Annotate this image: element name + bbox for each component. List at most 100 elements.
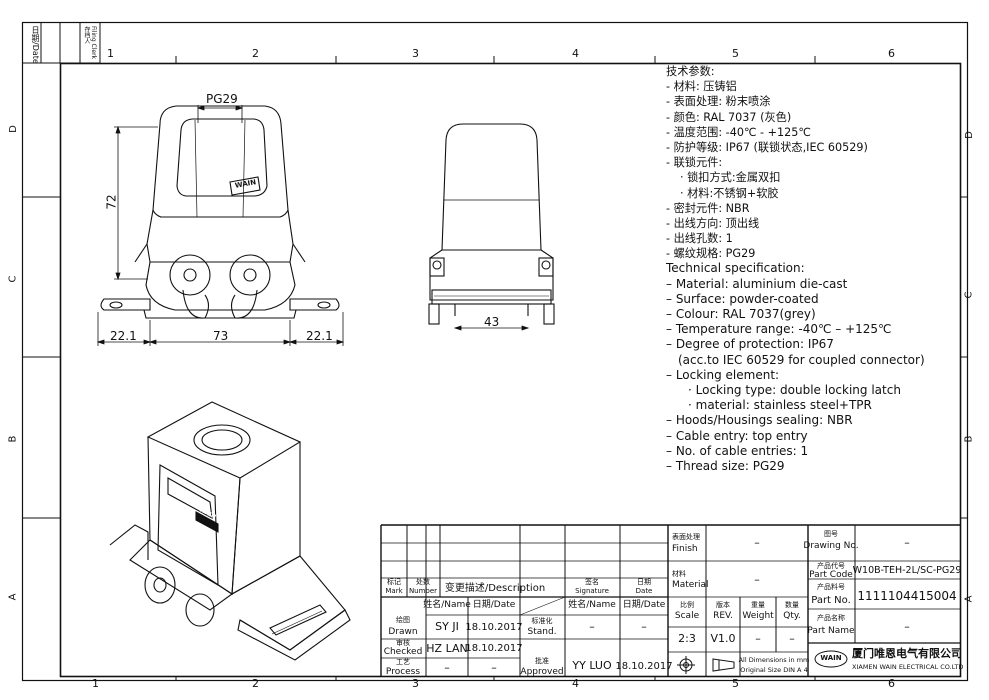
isometric-view [109, 401, 351, 661]
tb-signature-en: Signature [575, 587, 609, 595]
tb-process-name: – [444, 661, 450, 674]
spec-cn-item: - 出线方向: 顶出线 [666, 216, 760, 230]
grid-row-d-right: D [963, 131, 975, 139]
tb-process-en: Process [385, 667, 421, 677]
tb-rev-value: V1.0 [710, 632, 736, 645]
tb-name-header: 姓名/Name [423, 600, 471, 610]
dim-flange-left: 22.1 [110, 329, 137, 343]
spec-en-item: – Material: aluminium die-cast [666, 276, 848, 291]
tb-qty-en: Qty. [783, 611, 801, 621]
tb-part-name-en: Part Name [807, 626, 855, 636]
tb-part-name-value: – [904, 620, 910, 633]
specifications: 技术参数: - 材料: 压铸铝 - 表面处理: 粉末喷涂 - 颜色: RAL 7… [666, 64, 925, 474]
grid-row-c-right: C [963, 291, 975, 299]
tb-scale-en: Scale [674, 611, 700, 621]
tb-drawn-cn: 绘图 [396, 616, 410, 624]
tb-signature-cn: 签名 [585, 578, 599, 586]
spec-cn-item: - 颜色: RAL 7037 (灰色) [666, 110, 792, 124]
grid-col-3-bottom: 3 [412, 677, 419, 690]
tb-finish-en: Finish [672, 544, 698, 554]
tb-approved-date: 18.10.2017 [615, 661, 673, 672]
tb-rev-cn: 版本 [716, 601, 730, 609]
tb-checked-name: HZ LAN [426, 642, 468, 655]
tb-description: 变更描述/Description [444, 583, 546, 594]
tb-checked-date: 18.10.2017 [465, 643, 523, 654]
grid-col-4-bottom: 4 [572, 677, 579, 690]
tb-mark-cn: 标记 [387, 578, 401, 586]
tb-material-en: Material [672, 580, 709, 590]
tb-drawing-no-en: Drawing No. [803, 541, 859, 551]
spec-cn-item: - 螺纹规格: PG29 [666, 247, 756, 261]
tb-weight-cn: 重量 [751, 601, 765, 609]
tb-dims-note-1: All Dimensions in mm [738, 656, 810, 664]
grid-col-4-top: 4 [572, 47, 579, 60]
spec-cn-item: - 防护等级: IP67 (联锁状态,IEC 60529) [666, 140, 868, 154]
date-label: 日期/Date [31, 26, 40, 64]
spec-en-item: – Locking element: [666, 367, 780, 382]
tb-finish-cn: 表面处理 [672, 533, 700, 541]
tb-approved-name: YY LUO [572, 659, 612, 672]
tb-qty-value: – [789, 632, 795, 645]
grid-row-b-right: B [963, 435, 975, 443]
tb-qty-cn: 数量 [785, 601, 799, 609]
tb-dims-note-2: Original Size DIN A 4 [740, 666, 808, 674]
tb-stand-name: – [589, 620, 595, 633]
tb-part-code-cn: 产品代号 [817, 562, 845, 570]
tb-part-name-cn: 产品名称 [817, 614, 845, 622]
tb-part-code-value: W10B-TEH-2L/SC-PG29 [852, 565, 962, 576]
tb-date-cn: 日期 [637, 578, 651, 586]
spec-cn-item: - 材料: 压铸铝 [666, 80, 737, 94]
grid-col-2-top: 2 [252, 47, 259, 60]
dim-flange-right: 22.1 [306, 329, 333, 343]
spec-cn-item: - 密封元件: NBR [666, 201, 750, 215]
tb-stand-cn: 标准化 [531, 617, 553, 625]
grid-row-c-left: C [7, 275, 19, 283]
spec-cn-title: 技术参数: [666, 65, 715, 78]
filing-clerk-cn: 存档人 [83, 26, 90, 44]
title-block-lines [380, 524, 960, 677]
tb-process-date: – [491, 661, 497, 674]
grid-col-6-bottom: 6 [888, 677, 895, 690]
tb-part-no-value: 1111104415004 [857, 589, 957, 603]
spec-en-item: – Cable entry: top entry [666, 428, 808, 443]
side-view [428, 123, 555, 325]
spec-en-item: (acc.to IEC 60529 for coupled connector) [678, 352, 925, 367]
spec-cn-item: - 联锁元件: [666, 156, 723, 170]
spec-en-item: – Colour: RAL 7037(grey) [666, 307, 816, 321]
side-dimensions [453, 325, 530, 331]
tb-checked-cn: 审核 [396, 639, 410, 647]
tb-approved-en: Approved [520, 667, 564, 677]
tb-material-value: – [754, 573, 760, 586]
front-dimensions [96, 105, 345, 346]
tb-number-en: Number [408, 587, 438, 595]
dim-thread: PG29 [206, 92, 238, 106]
grid-row-b-left: B [7, 435, 19, 443]
spec-en-item: – No. of cable entries: 1 [666, 443, 809, 458]
company-logo: WAIN [820, 654, 842, 662]
tb-number-cn: 处数 [416, 578, 430, 586]
tb-checked-en: Checked [383, 647, 423, 657]
tb-drawing-no-cn: 图号 [824, 530, 838, 538]
tb-drawn-en: Drawn [388, 627, 418, 637]
tb-weight-value: – [755, 632, 761, 645]
tb-scale-cn: 比例 [680, 601, 694, 609]
tb-date-en: Date [635, 587, 653, 595]
grid-col-2-bottom: 2 [252, 677, 259, 690]
spec-en-title: Technical specification: [666, 261, 805, 276]
dim-side-width: 43 [484, 315, 500, 329]
filing-clerk-en: Filing Clerk [90, 26, 97, 60]
grid-col-3-top: 3 [412, 47, 419, 60]
tb-rev-en: REV. [713, 611, 733, 621]
tb-drawing-no-value: – [904, 536, 910, 549]
spec-cn-item: · 材料:不锈钢+软胶 [680, 186, 779, 200]
tb-scale-value: 2:3 [678, 632, 696, 645]
spec-cn-item: · 锁扣方式:金属双扣 [680, 171, 781, 185]
tb-process-cn: 工艺 [396, 658, 410, 666]
tb-material-cn: 材料 [672, 570, 686, 578]
spec-en-item: · Locking type: double locking latch [688, 382, 901, 397]
tb-stand-en: Stand. [527, 627, 557, 637]
tb-part-no-cn: 产品料号 [817, 583, 845, 591]
tb-drawn-date: 18.10.2017 [465, 622, 523, 633]
tb-drawn-name: SY JI [435, 620, 459, 633]
